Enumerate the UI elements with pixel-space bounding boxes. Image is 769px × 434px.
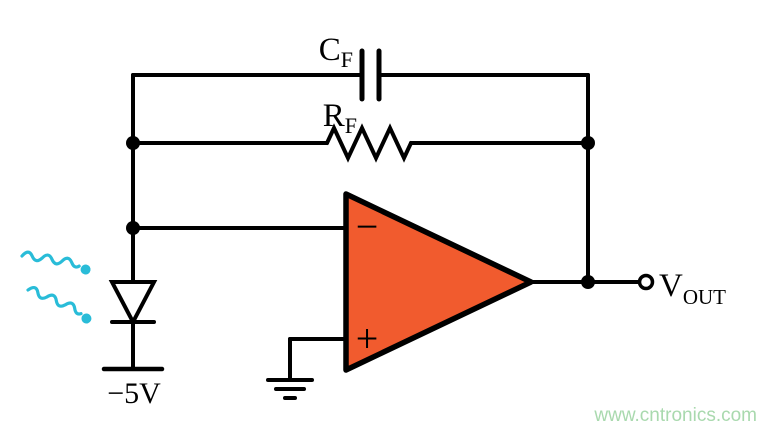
vout-label: VOUT <box>659 268 726 309</box>
light-ray-2 <box>26 286 92 324</box>
light-ray-dot <box>80 264 91 275</box>
watermark-text: www.cntronics.com <box>593 405 757 426</box>
photodiode <box>108 280 158 371</box>
photodiode-triangle <box>108 280 158 327</box>
junction-dot <box>126 136 140 150</box>
feedback-resistor <box>325 123 413 163</box>
opamp-noninverting-sign: + <box>356 316 379 361</box>
resistor-label: RF <box>323 98 357 138</box>
watermark-url: www.cntronics.com <box>593 405 757 426</box>
resistor-label-main: R <box>323 98 345 134</box>
vout-label-sub: OUT <box>683 285 726 309</box>
junction-dot <box>581 136 595 150</box>
vout-terminal <box>637 273 655 291</box>
light-ray-1 <box>20 250 91 275</box>
ground-symbol <box>266 378 314 400</box>
junction-dot <box>126 221 140 235</box>
light-ray-dot <box>81 313 92 324</box>
light-ray-squiggle <box>20 250 81 269</box>
light-rays <box>20 250 92 324</box>
junction-dot <box>581 275 595 289</box>
resistor-label-sub: F <box>345 113 357 138</box>
vout-label-main: V <box>659 268 683 304</box>
junction-dots <box>126 136 595 289</box>
capacitor-label-main: C <box>319 32 341 68</box>
opamp-inverting-sign: − <box>356 204 379 249</box>
capacitor-label: CF <box>319 32 353 72</box>
supply-label: −5V <box>107 377 161 410</box>
opamp: − + <box>343 191 534 373</box>
light-ray-squiggle <box>26 286 83 316</box>
feedback-capacitor <box>359 48 382 102</box>
capacitor-label-sub: F <box>341 47 353 72</box>
opamp-triangle <box>343 191 534 373</box>
